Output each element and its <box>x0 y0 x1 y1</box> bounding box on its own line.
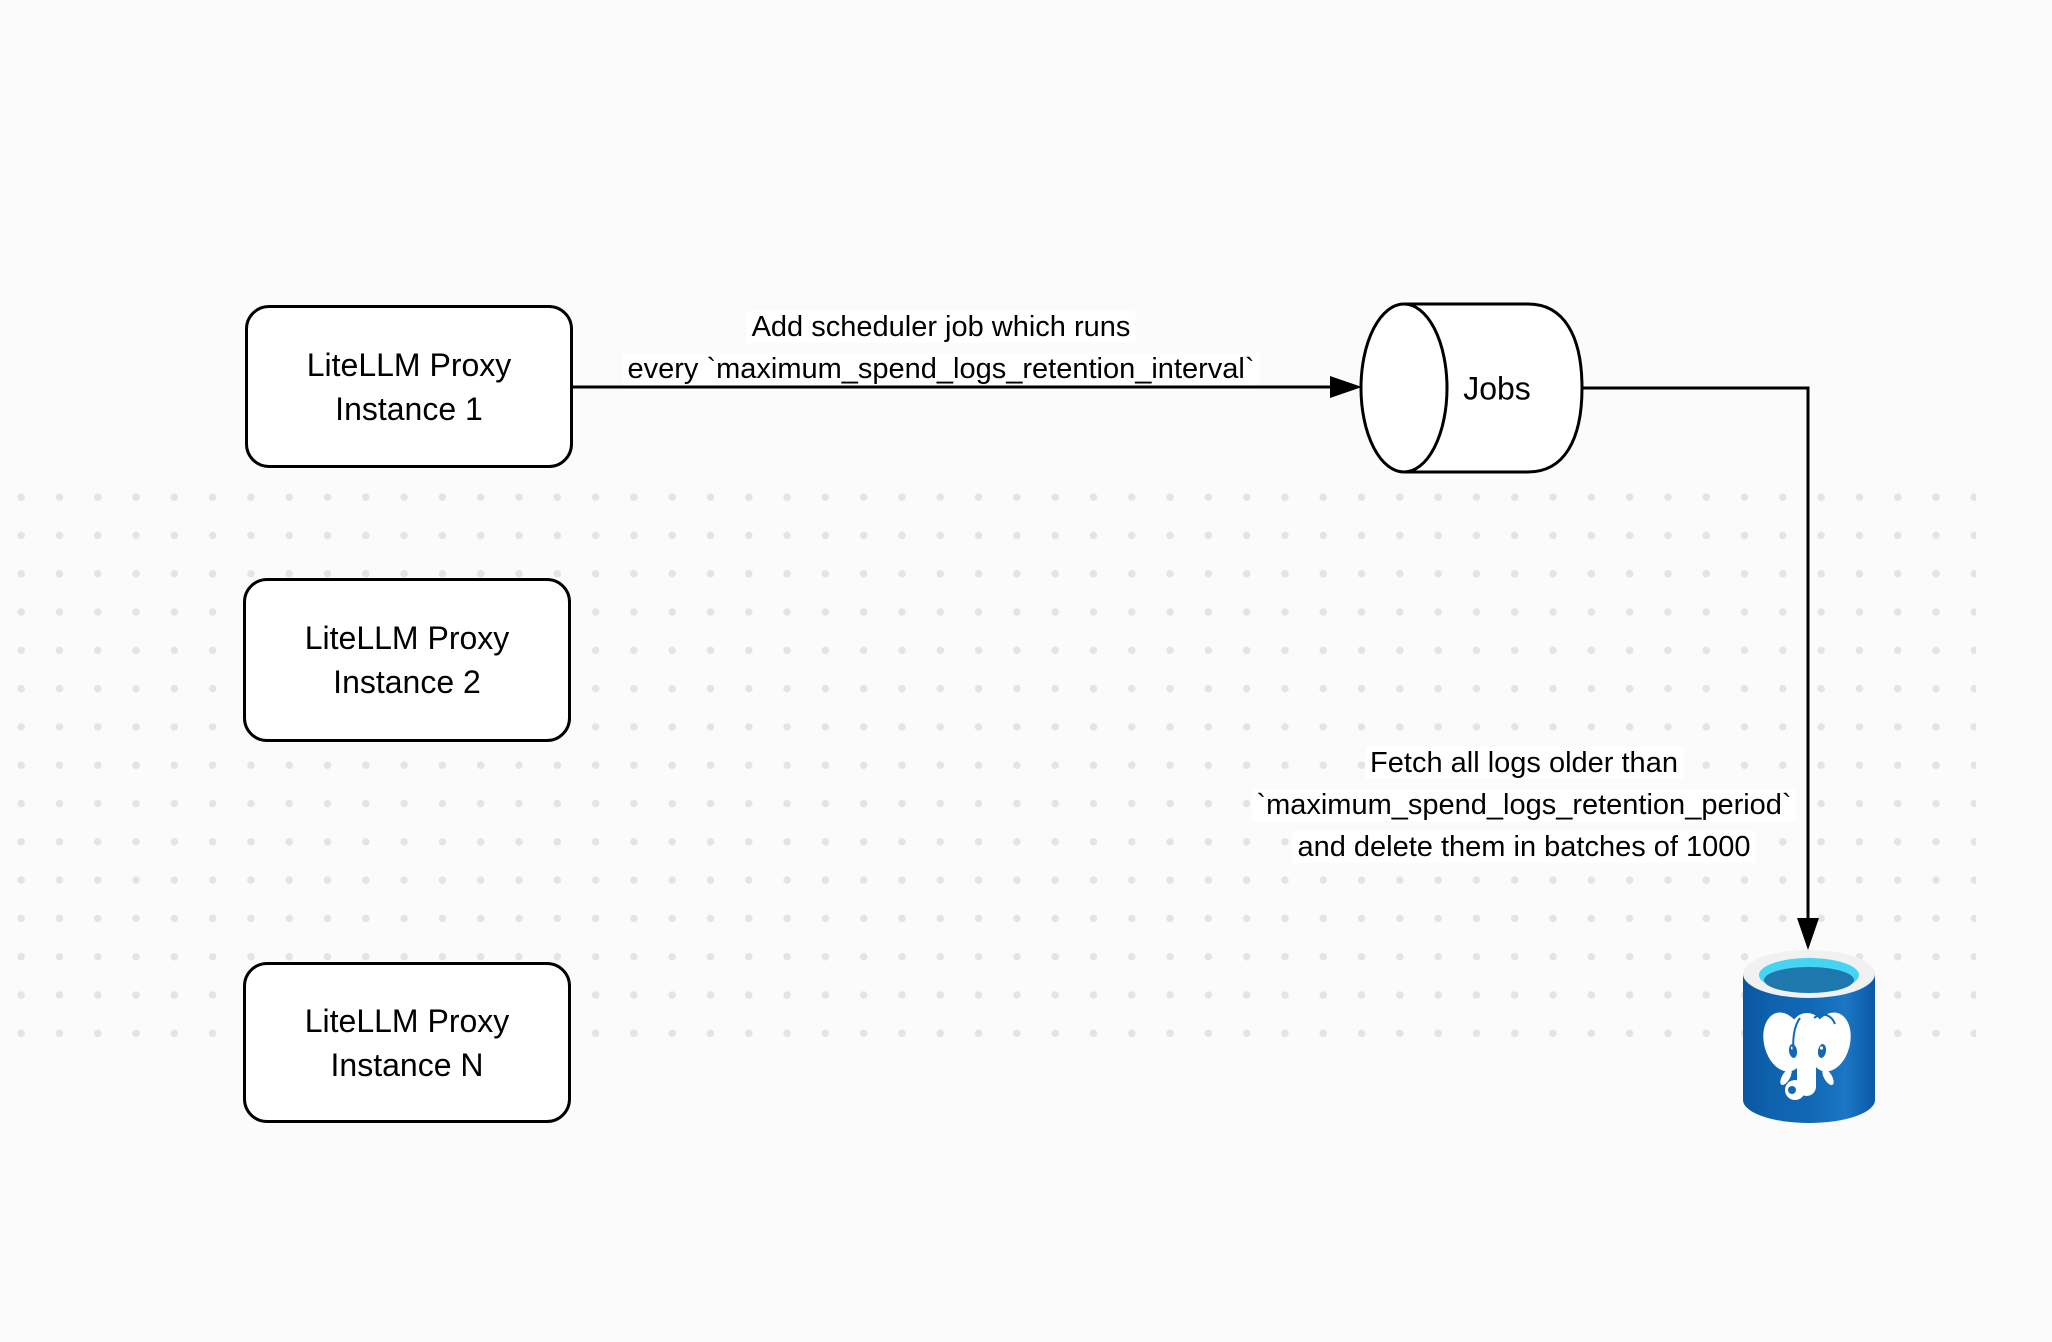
arrowhead-down-icon <box>1797 918 1819 950</box>
edge-label-line: `maximum_spend_logs_retention_period` <box>1251 789 1797 821</box>
edge-fetch-delete-arrow <box>1582 386 1819 950</box>
postgres-water-deep <box>1764 967 1854 993</box>
edge-label-fetch-delete: Fetch all logs older than `maximum_spend… <box>1251 742 1797 868</box>
node-label-line: LiteLLM Proxy <box>304 620 510 656</box>
node-label-line: Instance 2 <box>333 664 481 700</box>
jobs-queue-shape <box>1359 302 1584 474</box>
edge-label-line: every `maximum_spend_logs_retention_inte… <box>622 353 1260 385</box>
node-litellm-proxy-instance-1: LiteLLM Proxy Instance 1 <box>245 305 573 468</box>
node-label-line: Instance N <box>330 1046 484 1083</box>
node-label-line: Instance 1 <box>335 390 483 427</box>
postgresql-icon <box>1743 950 1875 1123</box>
node-label-line: LiteLLM Proxy <box>306 346 512 383</box>
node-label-line: LiteLLM Proxy <box>304 1002 510 1039</box>
jobs-queue-label: Jobs <box>1463 370 1531 407</box>
node-litellm-proxy-instance-2: LiteLLM Proxy Instance 2 <box>243 578 571 742</box>
postgres-elephant-icon <box>1763 1012 1851 1100</box>
node-litellm-proxy-instance-n: LiteLLM Proxy Instance N <box>243 962 571 1123</box>
edge-label-line: and delete them in batches of 1000 <box>1292 831 1756 863</box>
edge-add-scheduler-arrow <box>572 376 1362 398</box>
edge-label-line: Add scheduler job which runs <box>746 311 1136 343</box>
arrowhead-right-icon <box>1330 376 1362 398</box>
edge-label-line: Fetch all logs older than <box>1365 747 1683 779</box>
edge-label-add-scheduler: Add scheduler job which runs every `maxi… <box>622 306 1260 390</box>
